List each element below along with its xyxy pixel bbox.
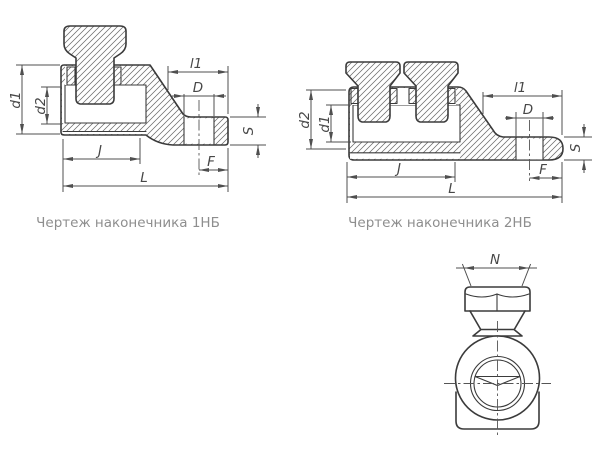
front-centerlines (444, 321, 551, 438)
lug2-thread-collar-2 (389, 87, 398, 105)
dim-label-lug1-J: J (95, 143, 102, 159)
dim-label-lug2-d2: d2 (297, 111, 313, 128)
dim-label-lug2-d1: d1 (317, 115, 333, 132)
dim-label-lug2-S: S (568, 143, 584, 152)
front-view-drawing: N (444, 252, 551, 438)
dim-label-front-N: N (490, 252, 500, 268)
front-bolt-neck (469, 310, 526, 331)
lug2-drawing: d2 d1 l1 D S J F L Чертеж наконечника 2Н… (297, 61, 592, 231)
front-neck-collar (472, 328, 523, 337)
front-hex-facets (465, 293, 530, 312)
dim-label-lug1-L: L (140, 170, 148, 186)
dim-label-lug1-d1: d1 (8, 91, 24, 108)
dim-label-lug2-F: F (539, 162, 547, 178)
dim-label-lug1-F: F (207, 154, 215, 170)
dim-label-lug2-L: L (448, 181, 456, 197)
lug2-bottom-wall-gap (350, 153, 460, 159)
caption-lug2: Чертеж наконечника 2НБ (348, 215, 532, 231)
dim-label-lug1-l1: l1 (190, 56, 202, 72)
lug1-palm-hole-edges (183, 116, 215, 146)
lug2-thread-collar-3 (408, 87, 417, 105)
dim-label-lug1-D: D (193, 80, 203, 96)
dim-label-lug2-J: J (394, 161, 401, 177)
lug1-ext-lines (16, 64, 266, 192)
lug2-dimensions: d2 d1 l1 D S J F L (297, 80, 592, 203)
lug1-drawing: d1 d2 l1 D S J F L Чертеж наконечника 1Н… (8, 25, 266, 231)
lug1-thread-collar-left (66, 66, 76, 86)
lug2-palm-hole-edges (515, 136, 544, 161)
lug1-dimensions: d1 d2 l1 D S J F L (8, 56, 266, 192)
lug1-bottom-wall-gap (63, 131, 146, 134)
dim-label-lug1-S: S (241, 126, 257, 135)
lug2-thread-collar-1 (350, 87, 359, 105)
caption-lug1: Чертеж наконечника 1НБ (36, 215, 220, 231)
dim-label-lug2-l1: l1 (514, 80, 526, 96)
lug2-thread-collar-4 (447, 87, 456, 105)
front-dim-N-ext-lines (461, 263, 532, 287)
dim-label-lug1-d2: d2 (33, 97, 49, 114)
lug2-ext-lines (306, 89, 592, 203)
dim-label-lug2-D: D (523, 102, 533, 118)
